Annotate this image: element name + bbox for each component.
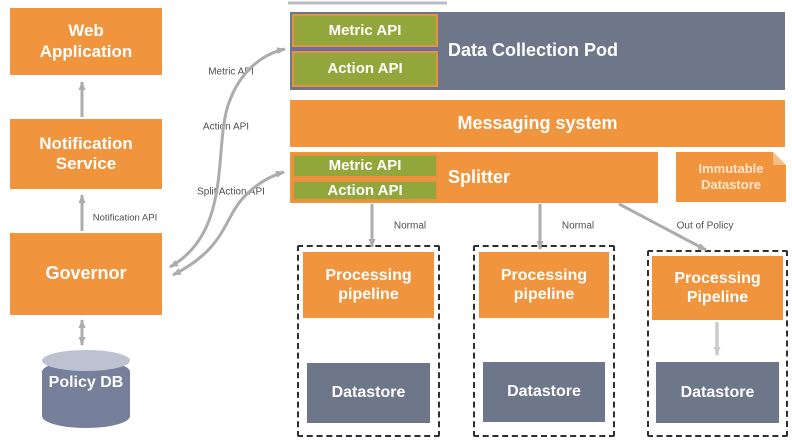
policy-db-cylinder-top xyxy=(42,350,130,371)
immutable-datastore-fold xyxy=(773,152,786,165)
edge-label-out-of-policy: Out of Policy xyxy=(676,220,734,232)
policy-db-cylinder-body xyxy=(42,360,130,428)
web-application-box: Web Application xyxy=(10,8,162,75)
datastore-box-1: Datastore xyxy=(307,363,430,423)
immutable-datastore-box: Immutable Datastore xyxy=(676,152,786,202)
curve-metric-action-api xyxy=(169,47,286,269)
processing-pipeline-box-2: Processing pipeline xyxy=(479,252,609,318)
dcp-api-divider xyxy=(292,47,438,51)
splitter-title: Splitter xyxy=(448,167,511,187)
splitter-metric-api-box: Metric API xyxy=(292,154,438,178)
notification-service-box: Notification Service xyxy=(10,119,162,189)
messaging-system-bar: Messaging system xyxy=(290,100,785,147)
dcp-metric-api-box: Metric API xyxy=(292,14,438,47)
processing-pipeline-box-1: Processing pipeline xyxy=(303,252,434,318)
pipeline-group-1: Processing pipeline Datastore xyxy=(297,245,440,437)
edge-label-action-api: Action API xyxy=(202,121,250,133)
datastore-box-2: Datastore xyxy=(483,362,605,422)
pipeline-group-2: Processing pipeline Datastore xyxy=(473,245,615,437)
policy-db-label: Policy DB xyxy=(48,374,124,391)
edge-label-normal-left: Normal xyxy=(393,220,427,232)
datastore-box-3: Datastore xyxy=(656,362,779,423)
data-collection-pod-title: Data Collection Pod xyxy=(448,40,619,60)
dcp-action-api-box: Action API xyxy=(292,51,438,87)
pipeline-group-3: Processing Pipeline Datastore xyxy=(647,250,788,437)
policy-db-cylinder: Policy DB xyxy=(42,350,130,428)
edge-label-split-action-api: Split Action API xyxy=(197,186,265,198)
edge-label-notification-api: Notification API xyxy=(92,212,158,224)
edge-label-normal-middle: Normal xyxy=(561,220,595,232)
splitter-action-api-box: Action API xyxy=(292,180,438,201)
governor-box: Governor xyxy=(10,233,162,315)
processing-pipeline-box-3: Processing Pipeline xyxy=(652,256,783,320)
edge-label-metric-api: Metric API xyxy=(208,66,254,78)
